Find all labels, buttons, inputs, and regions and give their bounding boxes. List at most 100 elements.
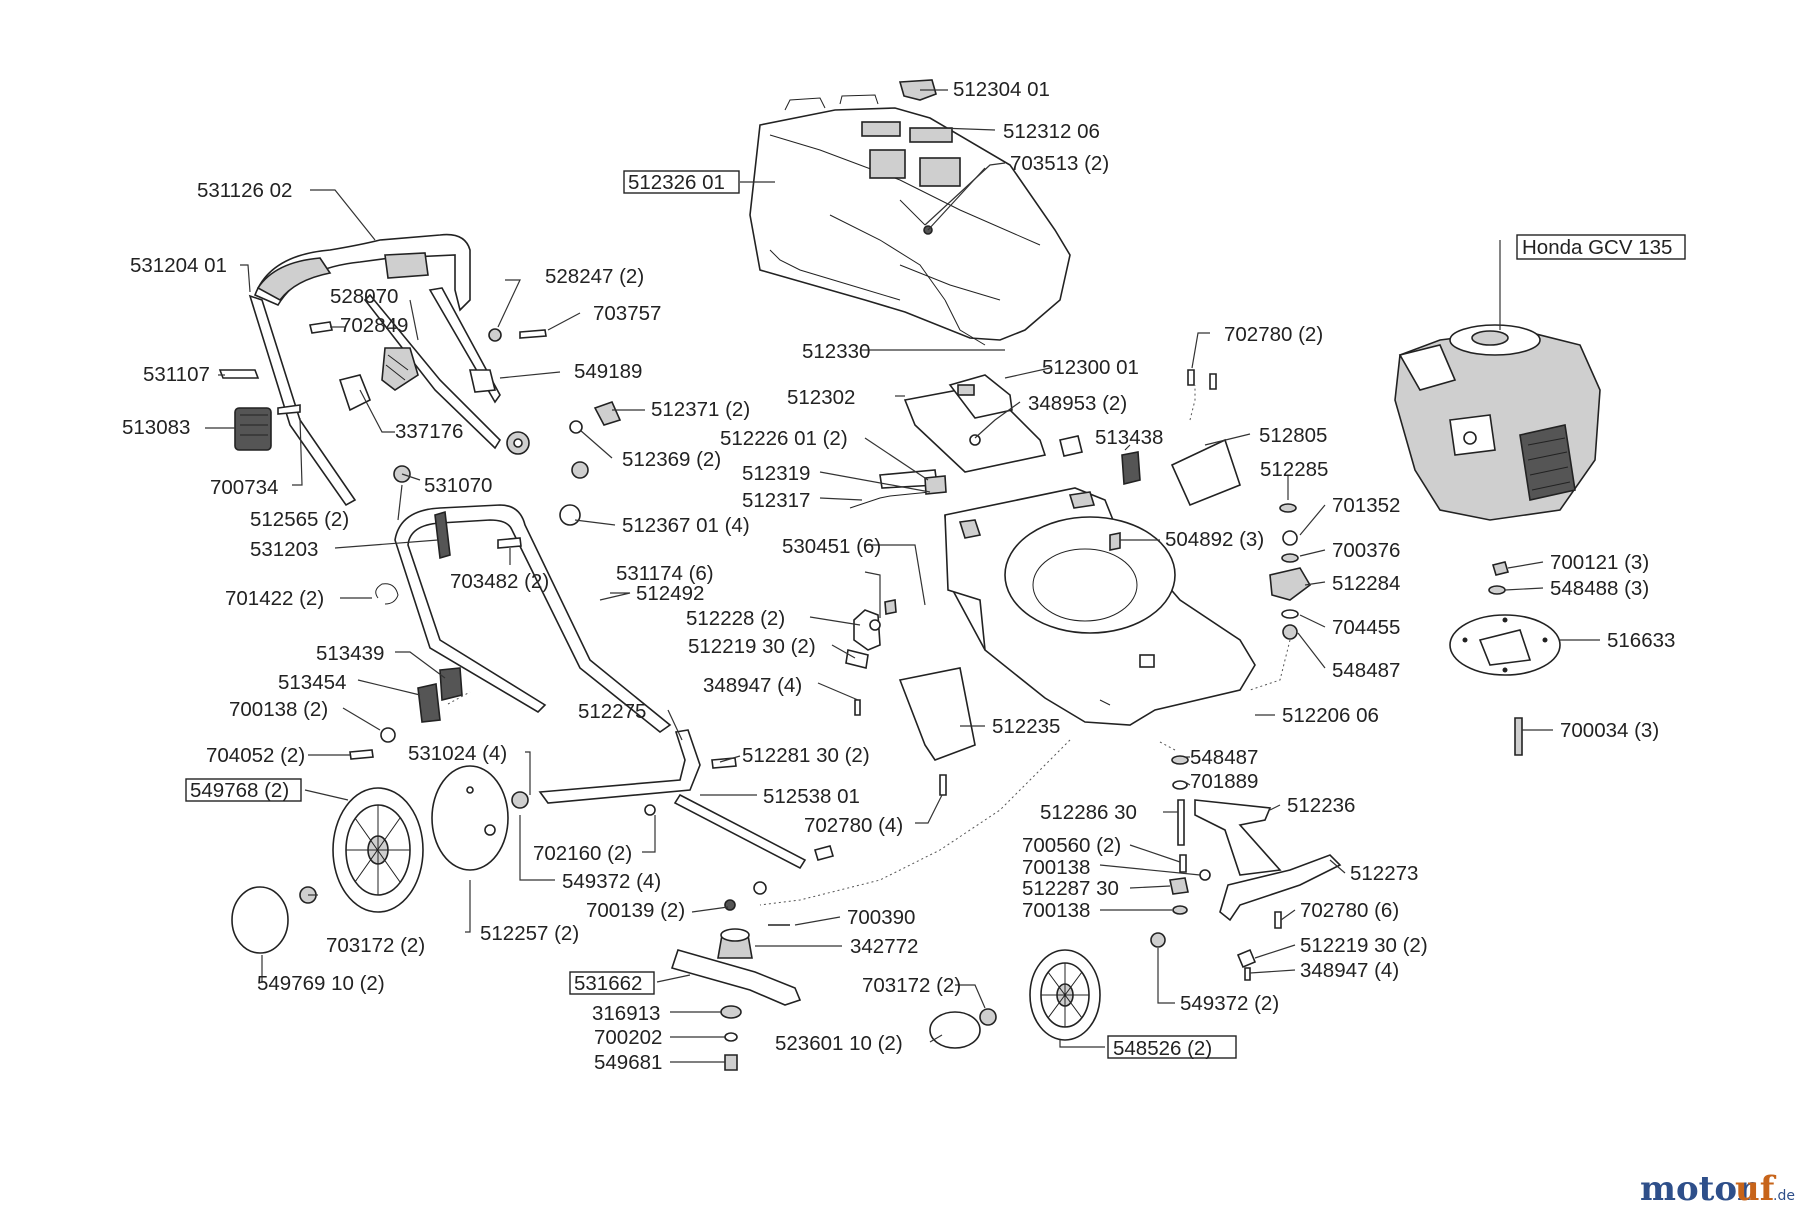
- grass-catcher-group: [749, 79, 1071, 346]
- label: 701889: [1190, 770, 1258, 793]
- switch-box-513083: [234, 407, 272, 451]
- screw-702780-6: [1274, 911, 1282, 929]
- handle-assembly: [218, 233, 622, 507]
- bolt-703482: [497, 537, 522, 549]
- plate-512219: [845, 649, 869, 669]
- catcher-window-b: [919, 157, 961, 187]
- washer-548487-b: [1171, 755, 1189, 765]
- label: 512275: [578, 700, 646, 723]
- handle-grip: [256, 257, 332, 302]
- label: 702780 (2): [1224, 323, 1323, 346]
- disc-512257: [431, 765, 509, 871]
- axle-512538: [673, 793, 807, 870]
- box-548526: [1107, 1035, 1237, 1059]
- label: 700560 (2): [1022, 834, 1121, 857]
- label: 512300 01: [1042, 356, 1139, 379]
- screw-702780-4: [939, 774, 947, 796]
- label: 549189: [574, 360, 642, 383]
- washer-528247: [488, 328, 502, 342]
- label: 700139 (2): [586, 899, 685, 922]
- leader-lines: [205, 89, 1600, 1063]
- label: 512219 30 (2): [1300, 934, 1428, 957]
- label: 512330: [802, 340, 870, 363]
- label: 512236: [1287, 794, 1355, 817]
- screw-702780: [1187, 369, 1195, 386]
- washer-548488: [1488, 585, 1506, 595]
- watermark-suffix: .de: [1773, 1188, 1795, 1204]
- label: 512312 06: [1003, 120, 1100, 143]
- bracket-513439: [439, 667, 463, 702]
- mower-deck-512206: [944, 487, 1256, 726]
- label: 549372 (2): [1180, 992, 1279, 1015]
- label: 531024 (4): [408, 742, 507, 765]
- label: 703757: [593, 302, 661, 325]
- hubcap-523601: [929, 1011, 981, 1049]
- screw-348947: [854, 699, 861, 716]
- rear-axle-group: [231, 729, 835, 954]
- label: 701422 (2): [225, 587, 324, 610]
- label: 703513 (2): [1010, 152, 1109, 175]
- bolt-704052: [349, 749, 374, 760]
- label: 548526 (2): [1113, 1037, 1212, 1060]
- handle-left-tube: [248, 294, 357, 507]
- part-labels: 512304 01 512312 06 512326 01 703513 (2)…: [122, 78, 1675, 1074]
- label: 512367 01 (4): [622, 514, 750, 537]
- label: 701352: [1332, 494, 1400, 517]
- blade-group: [670, 899, 802, 1071]
- box-549768: [185, 778, 302, 802]
- cable-clip-528070: [381, 347, 419, 391]
- label: 700138 (2): [229, 698, 328, 721]
- washer-704455: [1281, 609, 1299, 619]
- washer-512285: [1279, 503, 1297, 513]
- key-700139: [724, 899, 736, 911]
- label: 512284: [1332, 572, 1400, 595]
- assembly-guide-lines: [447, 385, 1291, 906]
- label: 512302: [787, 386, 855, 409]
- lever-337176: [338, 374, 372, 412]
- washer-700376: [1281, 553, 1299, 563]
- label: 700376: [1332, 539, 1400, 562]
- label: 512257 (2): [480, 922, 579, 945]
- label: 528070: [330, 285, 398, 308]
- label-531107: [218, 369, 260, 379]
- control-lever: [363, 293, 502, 450]
- label: 342772: [850, 935, 918, 958]
- plate-512219-right: [1236, 948, 1257, 969]
- label: 512235: [992, 715, 1060, 738]
- label: 512219 30 (2): [688, 635, 816, 658]
- label: 523601 10 (2): [775, 1032, 903, 1055]
- bolt-530451: [884, 599, 897, 615]
- label: 512538 01: [763, 785, 860, 808]
- label: 513454: [278, 671, 346, 694]
- label: 513438: [1095, 426, 1163, 449]
- label: 700390: [847, 906, 915, 929]
- clip-701422: [375, 583, 399, 605]
- label: 512226 01 (2): [720, 427, 848, 450]
- nut-548487-a: [1282, 624, 1298, 640]
- cover-512805: [1170, 438, 1241, 507]
- label: 531107: [143, 363, 210, 386]
- box-531662: [569, 971, 655, 995]
- label: 528247 (2): [545, 265, 644, 288]
- lower-handle-512492: [349, 504, 672, 760]
- handle-knob-b: [571, 461, 589, 479]
- label: 704052 (2): [206, 744, 305, 767]
- label: 702780 (4): [804, 814, 903, 837]
- bracket-512235: [898, 667, 976, 761]
- height-adjust-parts: [929, 503, 1342, 1049]
- label: 512326 01: [628, 171, 725, 194]
- washer-701889: [1172, 780, 1188, 790]
- label: 702849: [340, 314, 408, 337]
- plate-512236: [1194, 799, 1282, 876]
- label: 504892 (3): [1165, 528, 1264, 551]
- label: 530451 (6): [782, 535, 881, 558]
- label: 512304 01: [953, 78, 1050, 101]
- knob-512371: [593, 400, 622, 426]
- screw-348953: [969, 434, 981, 446]
- bracket-513438: [1059, 435, 1083, 457]
- knob-512367: [559, 504, 581, 526]
- label: 512369 (2): [622, 448, 721, 471]
- label: 531070: [424, 474, 492, 497]
- bracket-512226: [924, 475, 947, 495]
- nut-700121: [1491, 561, 1510, 576]
